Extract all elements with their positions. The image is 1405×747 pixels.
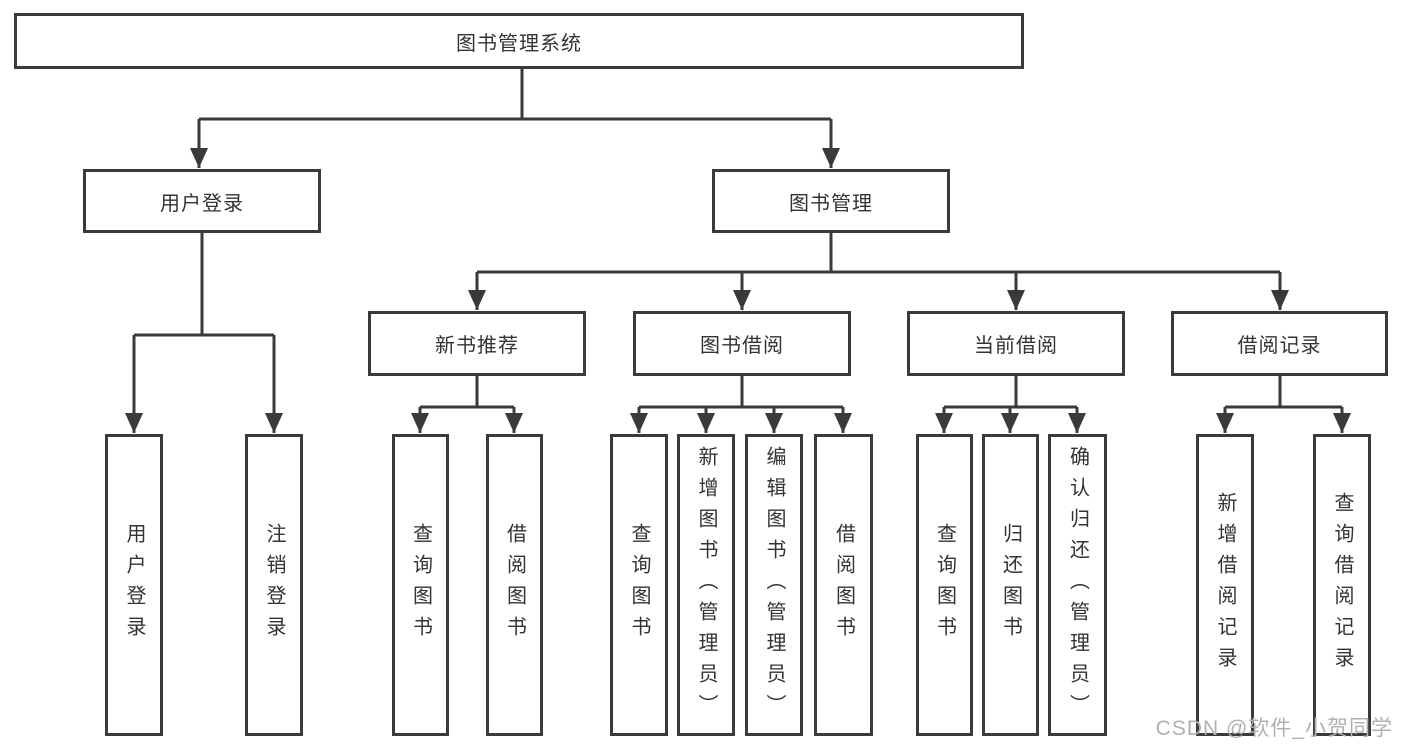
node-new-book-recommend-label: 新书推荐	[435, 335, 519, 357]
leaf-nbr-borrow-book: 借阅图书	[486, 434, 543, 736]
leaf-br-query-record-label: 查询借阅记录	[1331, 492, 1353, 678]
leaf-cb-query-book: 查询图书	[916, 434, 973, 736]
node-current-borrow: 当前借阅	[907, 311, 1125, 376]
node-book-management-label: 图书管理	[789, 192, 873, 215]
node-borrow-records: 借阅记录	[1171, 311, 1388, 376]
leaf-br-add-record-label: 新增借阅记录	[1214, 492, 1236, 678]
watermark: CSDN @软件_小贺同学	[1155, 717, 1393, 740]
leaf-cb-confirm-return: 确认归还（管理员）	[1048, 434, 1107, 736]
leaf-bb-edit-book-label: 编辑图书（管理员）	[763, 445, 785, 725]
leaf-nbr-borrow-book-label: 借阅图书	[503, 523, 526, 647]
leaf-cb-confirm-return-label: 确认归还（管理员）	[1066, 445, 1089, 725]
leaf-bb-query-book-label: 查询图书	[628, 523, 650, 647]
leaf-bb-edit-book: 编辑图书（管理员）	[745, 434, 803, 736]
leaf-logout: 注销登录	[245, 434, 303, 736]
leaf-user-login: 用户登录	[105, 434, 163, 736]
leaf-user-login-label: 用户登录	[123, 523, 145, 647]
leaf-logout-label: 注销登录	[263, 523, 285, 647]
leaf-br-query-record: 查询借阅记录	[1313, 434, 1371, 736]
node-user-login: 用户登录	[83, 169, 321, 233]
leaf-bb-borrow-book-label: 借阅图书	[832, 523, 855, 647]
leaf-bb-add-book-label: 新增图书（管理员）	[695, 445, 717, 725]
node-current-borrow-label: 当前借阅	[974, 335, 1058, 357]
node-book-management: 图书管理	[712, 169, 950, 233]
node-book-borrow: 图书借阅	[633, 311, 851, 376]
leaf-cb-query-book-label: 查询图书	[933, 523, 956, 647]
leaf-nbr-query-book-label: 查询图书	[409, 523, 432, 647]
leaf-cb-return-book-label: 归还图书	[999, 523, 1022, 647]
node-user-login-label: 用户登录	[160, 192, 244, 215]
leaf-br-add-record: 新增借阅记录	[1196, 434, 1254, 736]
leaf-bb-query-book: 查询图书	[610, 434, 668, 736]
leaf-bb-add-book: 新增图书（管理员）	[677, 434, 735, 736]
node-book-borrow-label: 图书借阅	[700, 335, 784, 357]
node-borrow-records-label: 借阅记录	[1237, 335, 1322, 357]
leaf-bb-borrow-book: 借阅图书	[814, 434, 873, 736]
leaf-cb-return-book: 归还图书	[982, 434, 1039, 736]
node-new-book-recommend: 新书推荐	[368, 311, 586, 376]
node-root-label: 图书管理系统	[456, 32, 582, 55]
node-root: 图书管理系统	[14, 13, 1024, 69]
leaf-nbr-query-book: 查询图书	[392, 434, 449, 736]
